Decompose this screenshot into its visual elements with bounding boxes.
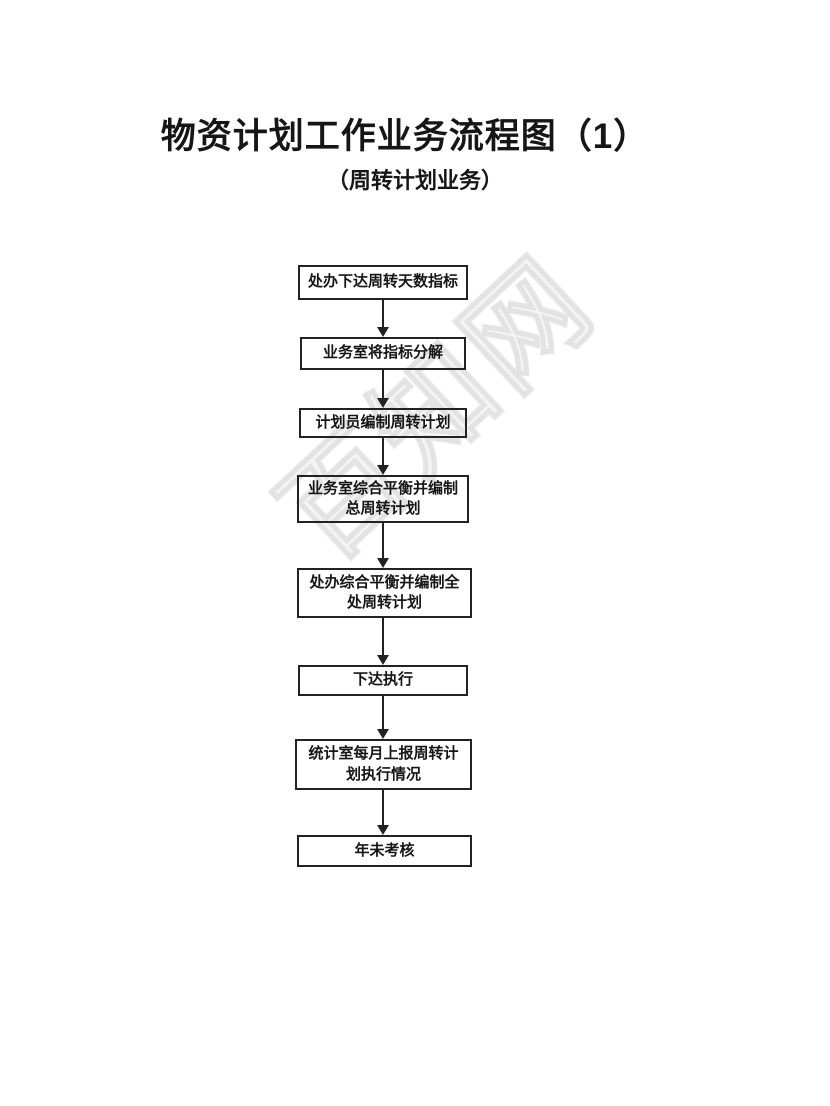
page-subtitle: （周转计划业务） [326, 168, 503, 193]
flow-node-1: 处办下达周转天数指标 [298, 265, 468, 300]
down-arrow-icon [377, 523, 389, 568]
flow-node-7: 统计室每月上报周转计 划执行情况 [295, 739, 472, 790]
flow-node-4: 业务室综合平衡并编制 总周转计划 [297, 475, 469, 523]
down-arrow-icon [377, 696, 389, 739]
flow-node-5: 处办综合平衡并编制全 处周转计划 [297, 568, 472, 618]
down-arrow-icon [377, 370, 389, 408]
flow-node-2: 业务室将指标分解 [300, 337, 466, 370]
flow-node-6: 下达执行 [298, 665, 468, 696]
down-arrow-icon [377, 790, 389, 835]
down-arrow-icon [377, 300, 389, 337]
down-arrow-icon [377, 618, 389, 665]
flow-node-8: 年未考核 [297, 835, 472, 867]
flow-node-3: 计划员编制周转计划 [299, 408, 467, 438]
down-arrow-icon [377, 438, 389, 475]
page-title: 物资计划工作业务流程图（1） [160, 117, 650, 156]
